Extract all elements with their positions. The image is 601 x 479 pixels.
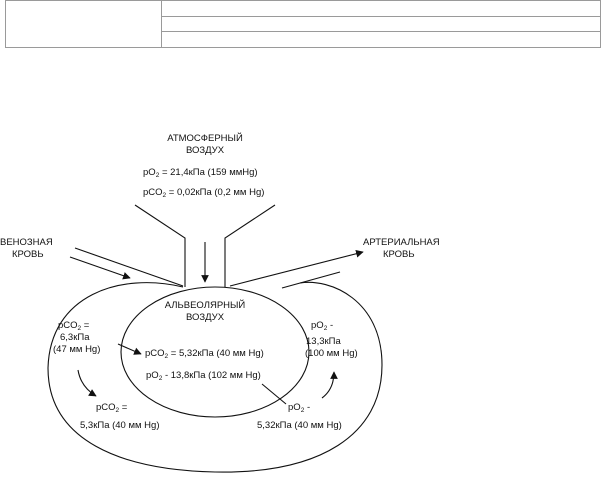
left-curved-arrow	[77, 369, 97, 397]
venous-pco2-label: pCO2 =	[58, 320, 90, 332]
diffusion-line-o2	[261, 383, 287, 405]
atmospheric-air-title-2: ВОЗДУХ	[186, 145, 225, 156]
atmospheric-air-title-1: АТМОСФЕРНЫЙ	[167, 132, 243, 144]
venous-inflow-line-lower	[69, 256, 131, 280]
funnel-right-wall	[224, 204, 276, 287]
arterial-outflow-line-lower	[281, 271, 341, 289]
alveolar-po2: pO2 - 13,8кПа (102 мм Hg)	[146, 370, 261, 382]
funnel-left-wall	[134, 204, 186, 287]
alveolar-air-title-1: АЛЬВЕОЛЯРНЫЙ	[165, 299, 246, 311]
venous-blood-label-2: КРОВЬ	[12, 249, 44, 260]
right-curved-arrow	[321, 371, 338, 399]
arterial-po2-mmhg: (100 мм Hg)	[305, 348, 358, 359]
alveolar-air-title-2: ВОЗДУХ	[186, 312, 225, 323]
arterial-po2-kpa: 13,3кПа	[306, 336, 341, 347]
arterial-outflow-line-upper	[229, 249, 364, 287]
bottom-po2-label: pO2 -	[288, 402, 310, 414]
alveolar-pco2: pCO2 = 5,32кПа (40 мм Hg)	[145, 348, 264, 360]
arterial-blood-label-1: АРТЕРИАЛЬНАЯ	[363, 237, 440, 248]
venous-pco2-kpa: 6,3кПа	[60, 332, 90, 343]
atmospheric-po2: pO2 = 21,4кПа (159 ммHg)	[143, 167, 258, 179]
venous-blood-label-1: ВЕНОЗНАЯ	[0, 237, 53, 248]
table-cell-left	[5, 0, 162, 48]
arterial-po2-label: pO2 -	[311, 320, 333, 332]
venous-inflow-line-upper	[74, 247, 184, 287]
bottom-pco2-value: 5,3кПа (40 мм Hg)	[80, 420, 160, 431]
outer-circulation-loop	[47, 281, 383, 473]
bottom-pco2-label: pCO2 =	[96, 402, 128, 414]
atmospheric-pco2: pCO2 = 0,02кПа (0,2 мм Hg)	[143, 187, 264, 199]
bottom-po2-value: 5,32кПа (40 мм Hg)	[257, 420, 342, 431]
arterial-blood-label-2: КРОВЬ	[383, 249, 415, 260]
venous-pco2-mmhg: (47 мм Hg)	[53, 344, 100, 355]
diffusion-arrow-co2	[117, 343, 142, 355]
alveolar-ellipse	[120, 286, 310, 418]
